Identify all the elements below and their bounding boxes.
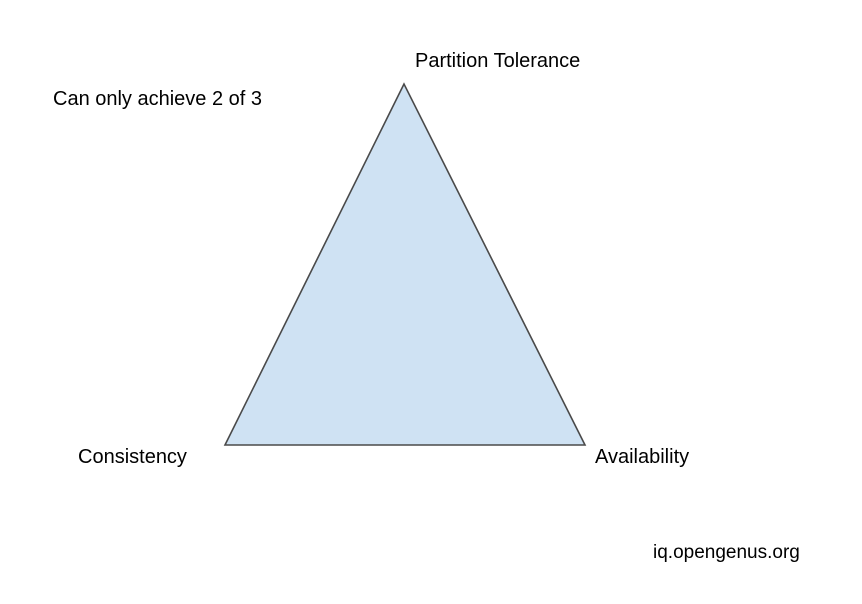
partition-tolerance-label: Partition Tolerance [415, 50, 581, 72]
cap-triangle [223, 82, 587, 446]
constraint-note: Can only achieve 2 of 3 [53, 88, 263, 110]
source-watermark: iq.opengenus.org [653, 542, 800, 563]
availability-label: Availability [595, 446, 690, 468]
consistency-label: Consistency [78, 446, 187, 468]
